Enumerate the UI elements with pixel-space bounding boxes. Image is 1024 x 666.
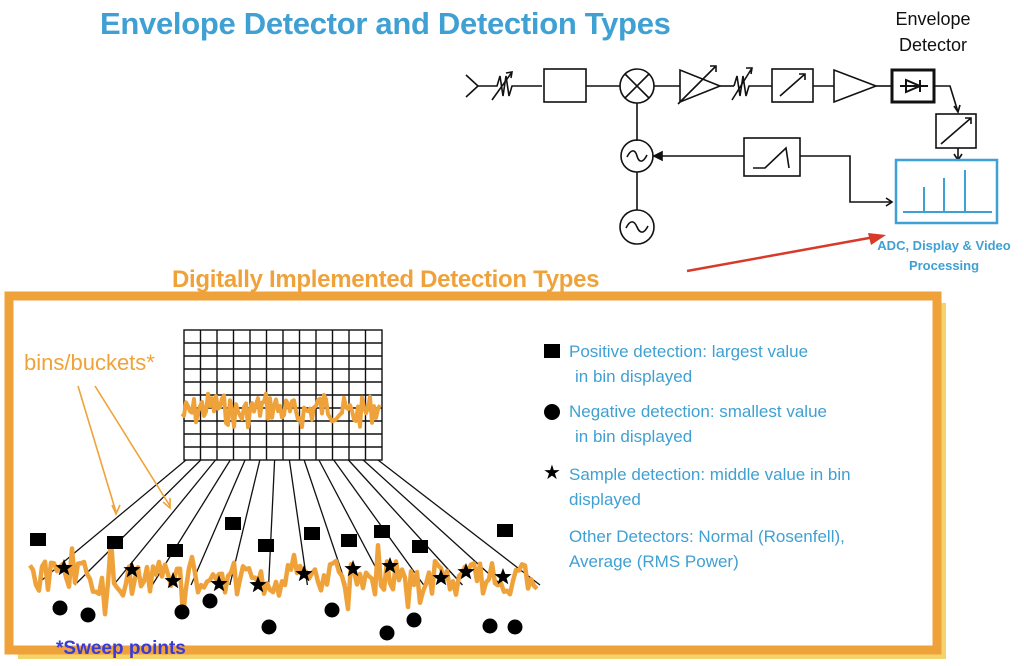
positive-peak-marker xyxy=(107,536,123,549)
legend-other-line2: Average (RMS Power) xyxy=(569,552,739,571)
bins-pointer-arrows xyxy=(77,385,171,516)
negative-peak-marker xyxy=(507,619,523,635)
adc-display-block xyxy=(894,158,999,225)
envelope-detector-label: Envelope Detector xyxy=(895,9,971,55)
star-marker-icon: ★ xyxy=(543,462,561,484)
envelope-detector-block xyxy=(890,68,936,104)
sweep-points-note: *Sweep points xyxy=(56,638,186,659)
negative-peak-marker xyxy=(324,602,340,618)
negative-peak-marker xyxy=(482,618,498,634)
sample-marker xyxy=(457,563,475,580)
sample-marker xyxy=(164,572,182,589)
positive-peak-markers xyxy=(30,517,513,557)
positive-peak-marker xyxy=(341,534,357,547)
sample-marker xyxy=(210,575,228,592)
sample-markers xyxy=(55,557,512,593)
section-title: Digitally Implemented Detection Types xyxy=(172,266,600,293)
if-attenuator-icon xyxy=(731,67,772,101)
negative-peak-marker xyxy=(379,625,395,641)
legend-negative-line2: in bin displayed xyxy=(575,427,693,446)
page-title: Envelope Detector and Detection Types xyxy=(100,6,671,41)
if-filter-block xyxy=(771,68,814,103)
block-diagram xyxy=(465,65,977,245)
legend-sample-line1: Sample detection: middle value in bin xyxy=(569,465,851,484)
positive-peak-marker xyxy=(374,525,390,538)
sample-marker xyxy=(494,568,512,585)
negative-peak-marker xyxy=(52,600,68,616)
legend-positive-line1: Positive detection: largest value xyxy=(569,342,809,361)
circle-marker-icon xyxy=(544,404,560,420)
video-filter-block xyxy=(935,113,977,149)
preselector-filter-block xyxy=(543,68,587,103)
negative-peak-marker xyxy=(406,612,422,628)
positive-peak-marker xyxy=(412,540,428,553)
input-antenna-icon xyxy=(465,74,490,98)
positive-peak-marker xyxy=(258,539,274,552)
sample-marker xyxy=(123,561,141,578)
positive-peak-marker xyxy=(304,527,320,540)
input-attenuator-icon xyxy=(490,71,542,101)
detection-types-frame xyxy=(4,291,946,659)
negative-peak-marker xyxy=(261,619,277,635)
sample-marker xyxy=(432,569,450,586)
positive-peak-marker xyxy=(30,533,46,546)
sample-marker xyxy=(249,576,267,593)
local-oscillator-icon xyxy=(620,139,654,173)
grid-noise-trace xyxy=(180,391,382,430)
sample-marker xyxy=(344,560,362,577)
negative-peak-marker xyxy=(202,593,218,609)
positive-peak-marker xyxy=(225,517,241,530)
adc-display-label: ADC, Display & Video Processing xyxy=(877,238,1011,273)
log-amplifier-icon xyxy=(833,68,879,104)
bins-label: bins/buckets* xyxy=(24,350,155,375)
sample-marker xyxy=(55,559,73,576)
legend-sample-line2: displayed xyxy=(569,490,641,509)
positive-peak-marker xyxy=(167,544,183,557)
negative-peak-marker xyxy=(174,604,190,620)
legend-positive-line2: in bin displayed xyxy=(575,367,693,386)
square-marker-icon xyxy=(544,344,560,358)
legend-other-detectors: Other Detectors: Normal (Rosenfell), Ave… xyxy=(569,524,845,574)
pointer-arrow xyxy=(686,233,886,273)
positive-peak-marker xyxy=(497,524,513,537)
sweep-generator-block xyxy=(743,137,801,177)
legend-other-line1: Other Detectors: Normal (Rosenfell), xyxy=(569,527,845,546)
negative-peak-marker xyxy=(80,607,96,623)
if-gain-amplifier-icon xyxy=(677,65,723,105)
sample-marker xyxy=(295,565,313,582)
reference-oscillator-icon xyxy=(619,209,655,245)
sweep-noise-trace xyxy=(28,537,539,618)
legend-negative-line1: Negative detection: smallest value xyxy=(569,402,827,421)
bins-grid xyxy=(183,329,383,461)
negative-peak-markers xyxy=(52,593,523,641)
sample-marker xyxy=(381,557,399,574)
mixer-icon xyxy=(619,68,655,104)
